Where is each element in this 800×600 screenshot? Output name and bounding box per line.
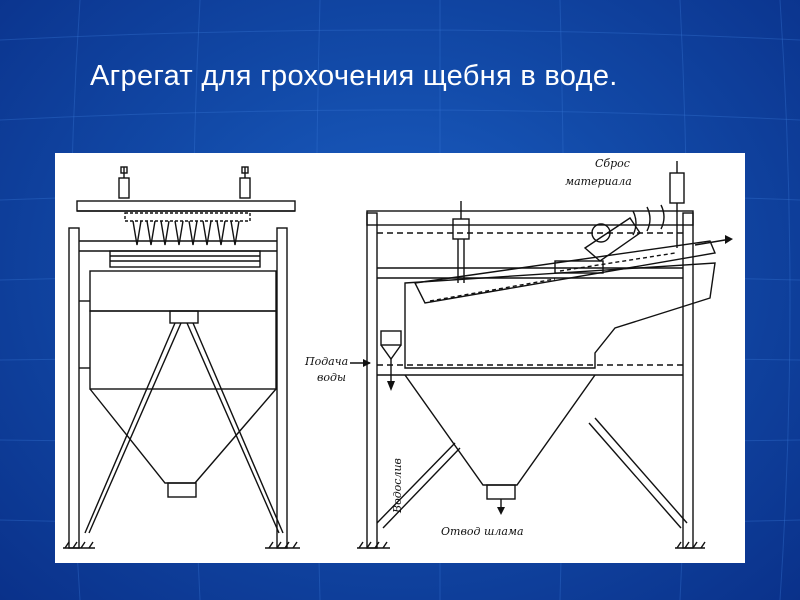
slide-title: Агрегат для грохочения щебня в воде. — [90, 60, 618, 92]
label-sludge: Отвод шлама — [441, 525, 524, 538]
motor-left — [118, 166, 130, 199]
label-discharge-line2: материала — [565, 175, 632, 188]
label-discharge-line1: Сброс — [595, 157, 630, 170]
vibrator-motor-right — [669, 161, 685, 248]
label-overflow: Водослив — [391, 458, 404, 514]
label-water-in-line2: воды — [317, 371, 346, 384]
screening-unit-diagram: Сброс материала Подача воды Водослив Отв… — [63, 157, 733, 549]
motor-right — [239, 166, 251, 199]
spray-nozzles — [132, 220, 240, 246]
vibrator-motor-left — [452, 201, 470, 283]
label-water-in-line1: Подача — [304, 355, 348, 368]
front-view — [63, 166, 300, 549]
side-view — [350, 161, 733, 549]
diagram-panel: Сброс материала Подача воды Водослив Отв… — [55, 153, 745, 563]
